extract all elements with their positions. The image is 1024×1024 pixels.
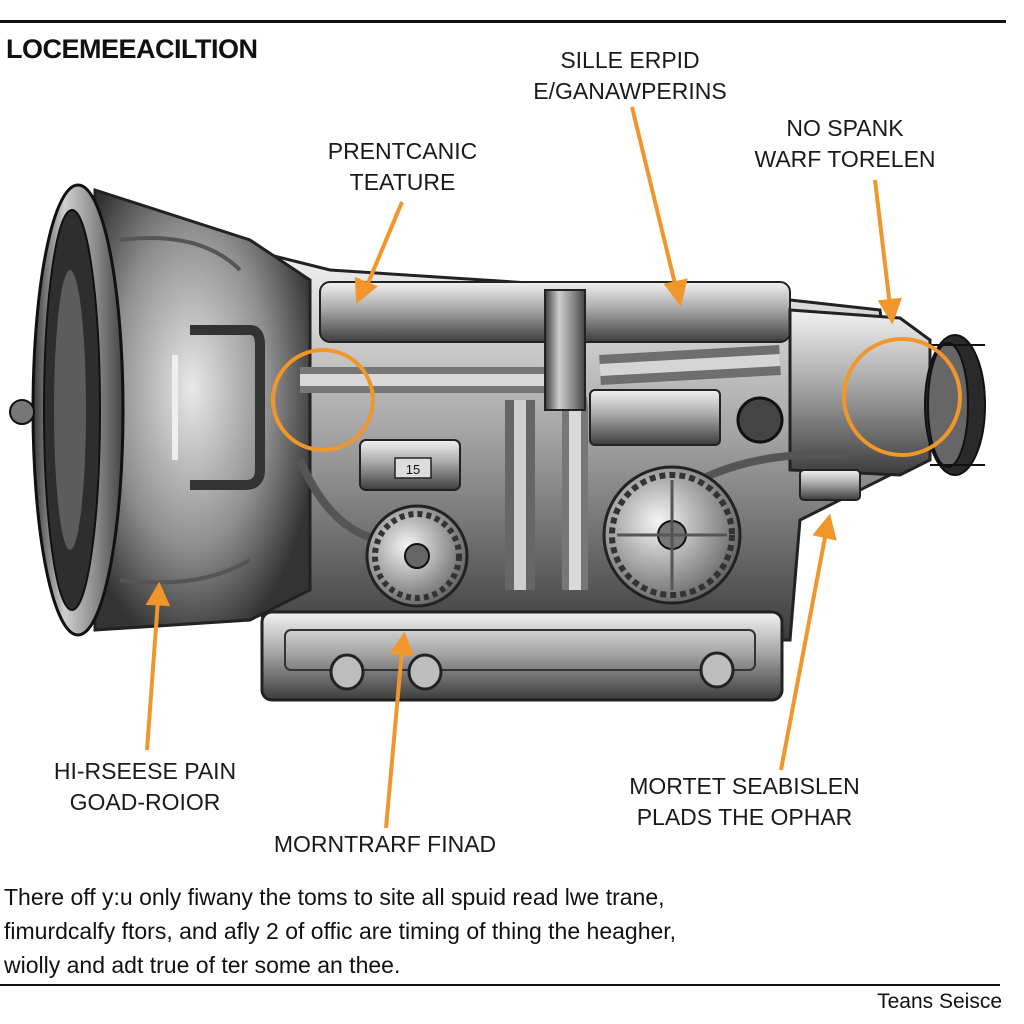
large-gear — [602, 465, 742, 605]
arrow-sille-erpid — [630, 106, 688, 307]
arrow-mortet — [779, 513, 837, 771]
part-number-tag: 15 — [406, 462, 420, 477]
label-morntrarf: MORNTRARF FINAD — [273, 831, 497, 857]
valve-body-piping: 15 — [296, 289, 861, 590]
diagram-title: LOCEMEЕACILTION — [6, 34, 258, 64]
bottom-rule — [0, 984, 1000, 986]
footer-credit: Teans Seisce — [877, 990, 1002, 1013]
caption-paragraph: There off y:u only fiwany the toms to si… — [4, 884, 677, 978]
small-gear — [365, 504, 469, 608]
bell-housing — [9, 183, 312, 637]
highlight-circle-left — [271, 348, 375, 452]
highlight-circle-right — [842, 337, 962, 457]
arrow-morntrarf — [384, 631, 415, 829]
arrow-no-spank — [873, 179, 902, 325]
top-rule — [0, 20, 1006, 23]
arrow-hi-rseese — [145, 581, 171, 751]
oil-pan — [260, 610, 784, 702]
arrow-prentcanic — [354, 201, 404, 305]
